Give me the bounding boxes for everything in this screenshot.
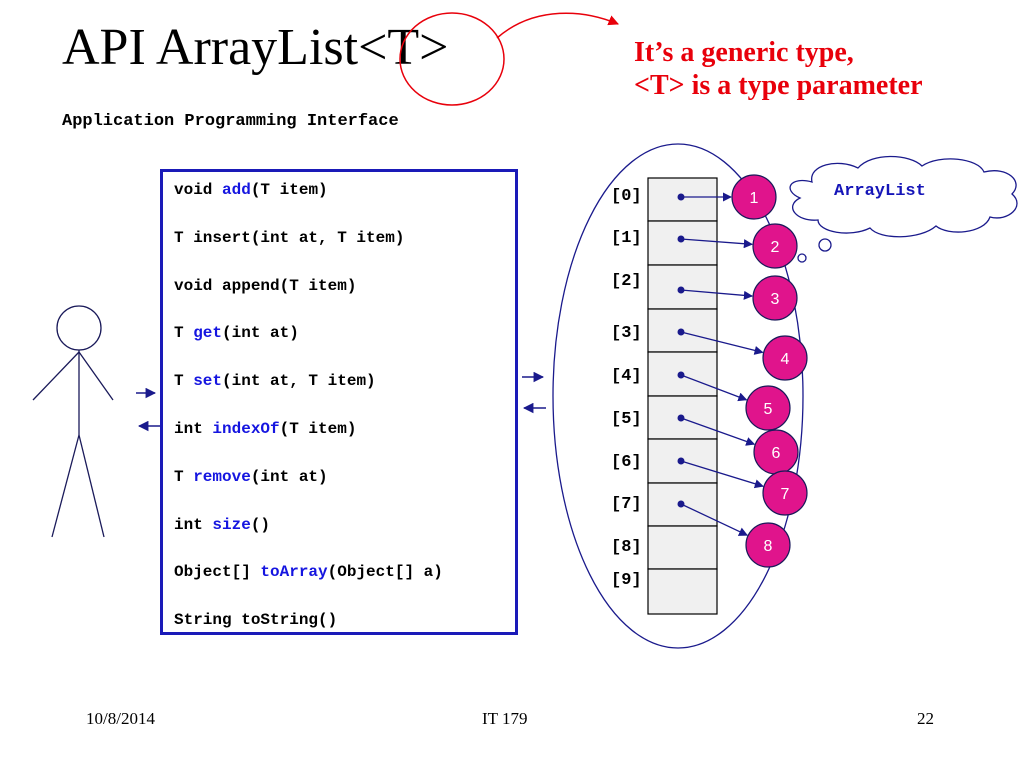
array-index-label: [9] <box>611 571 642 590</box>
method-toarray: Object[] toArray(Object[] a) <box>174 563 443 581</box>
item-node-label: 2 <box>771 239 780 256</box>
method-return: Object[] <box>174 563 261 581</box>
pointer-arrow <box>680 460 764 489</box>
item-node <box>762 335 808 381</box>
method-signature: T insert(int at, T item) <box>174 229 405 247</box>
method-params: (T item) <box>250 181 328 199</box>
item-node-label: 3 <box>771 291 780 308</box>
pointer-arrow <box>680 289 753 300</box>
array-index-label: [2] <box>611 272 642 291</box>
method-return: int <box>174 516 213 534</box>
item-node <box>745 522 791 568</box>
footer-date: 10/8/2014 <box>86 709 155 728</box>
array-cell <box>647 220 718 266</box>
note-line-2: <T> is a type parameter <box>634 70 923 102</box>
method-tostring: String toString() <box>174 611 337 629</box>
method-return: T <box>174 372 194 390</box>
item-node <box>731 174 777 220</box>
cloud-label: ArrayList <box>834 182 926 201</box>
array-index-label: [7] <box>611 495 642 514</box>
array-index-label: [0] <box>611 187 642 206</box>
array-index-label: [4] <box>611 367 642 386</box>
item-node-label: 8 <box>764 538 773 555</box>
item-node-label: 5 <box>764 401 773 418</box>
array-index-label: [1] <box>611 229 642 248</box>
method-signature: String toString() <box>174 611 338 629</box>
item-node-label: 1 <box>750 190 759 207</box>
method-indexof: int indexOf(T item) <box>174 420 356 438</box>
pointer-arrow <box>680 503 749 536</box>
user-stick-figure <box>32 305 114 538</box>
method-name: toArray <box>260 563 328 581</box>
note-line-1: It’s a generic type, <box>634 37 854 68</box>
method-append: void append(T item) <box>174 277 356 295</box>
item-node <box>752 223 798 269</box>
pointer-arrow <box>680 238 753 249</box>
method-params: (int at) <box>250 468 328 486</box>
method-signature: void append(T item) <box>174 277 357 295</box>
thought-cloud <box>789 155 1018 263</box>
array-cell <box>647 568 718 615</box>
footer-page-number: 22 <box>917 709 934 728</box>
footer-course: IT 179 <box>482 709 528 728</box>
method-remove: T remove(int at) <box>174 468 328 486</box>
slide-title: API ArrayList<T> <box>62 19 449 76</box>
generic-type-note: It’s a generic type, <T> is a type param… <box>634 36 923 102</box>
method-name: add <box>222 181 251 199</box>
method-set: T set(int at, T item) <box>174 372 376 390</box>
method-params: () <box>250 516 271 534</box>
arraylist-boundary <box>552 143 804 649</box>
method-name: indexOf <box>212 420 280 438</box>
item-node <box>762 470 808 516</box>
method-params: (T item) <box>279 420 357 438</box>
array-cell <box>647 525 718 570</box>
api-methods-box: void add(T item) T insert(int at, T item… <box>160 169 518 635</box>
method-size: int size() <box>174 516 270 534</box>
annotation-arrow <box>496 12 619 39</box>
method-name: size <box>212 516 251 534</box>
method-add: void add(T item) <box>174 181 328 199</box>
item-node <box>745 385 791 431</box>
item-node-label: 4 <box>781 351 790 368</box>
method-params: (Object[] a) <box>327 563 443 581</box>
pointer-arrow <box>680 374 748 402</box>
item-node-label: 7 <box>781 486 790 503</box>
array-index-label: [3] <box>611 324 642 343</box>
method-get: T get(int at) <box>174 324 299 342</box>
item-node <box>752 275 798 321</box>
type-parameter-highlight <box>399 12 505 106</box>
method-params: (int at) <box>222 324 299 342</box>
array-index-label: [8] <box>611 538 642 557</box>
pointer-arrow <box>680 417 756 446</box>
method-return: T <box>174 324 194 342</box>
array-index-label: [6] <box>611 453 642 472</box>
slide-subtitle: Application Programming Interface <box>62 112 399 131</box>
diagram-overlay: [0] [1] [2] [3] [4] [5] [6] [7] [8] [9] 1 2 3 4 5 6 7 8 <box>611 174 808 615</box>
method-return: T <box>174 468 194 486</box>
method-name: remove <box>193 468 251 486</box>
method-name: set <box>193 372 223 390</box>
array-index-label: [5] <box>611 410 642 429</box>
method-params: (int at, T item) <box>222 372 376 390</box>
method-insert: T insert(int at, T item) <box>174 229 404 247</box>
pointer-arrow <box>680 331 764 355</box>
method-return: int <box>174 420 213 438</box>
method-name: get <box>193 324 223 342</box>
method-return: void <box>174 181 223 199</box>
item-node-label: 6 <box>772 445 781 462</box>
